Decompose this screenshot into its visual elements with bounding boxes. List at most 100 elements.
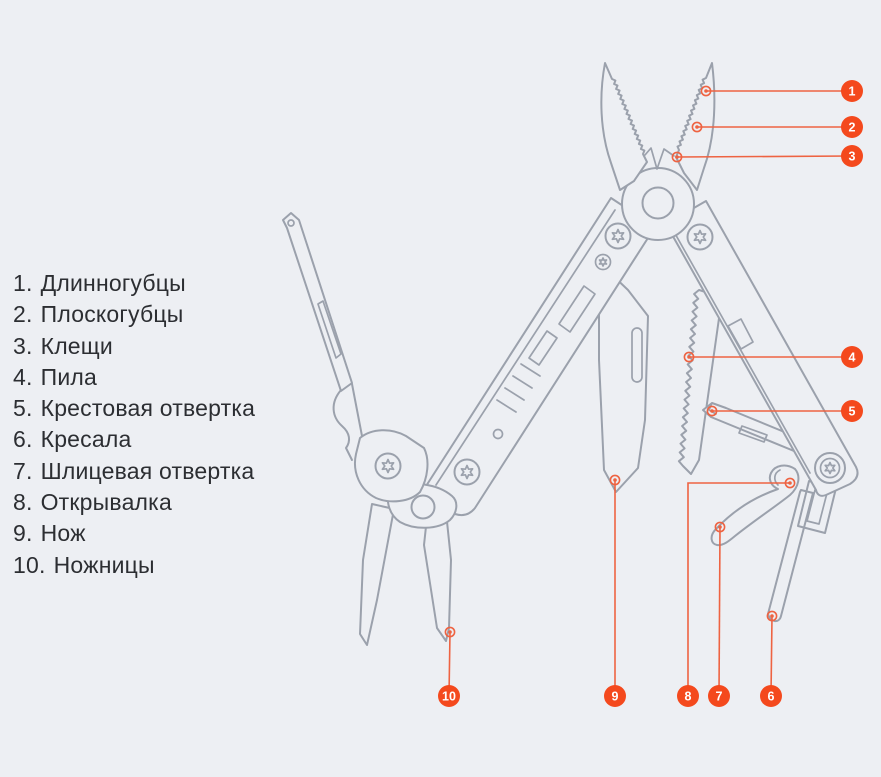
right-handle bbox=[665, 200, 859, 497]
handle-slot-1 bbox=[558, 285, 596, 333]
right-handle-inner-line bbox=[672, 229, 811, 474]
callout-leader-6 bbox=[770, 615, 773, 697]
pivot-hole bbox=[641, 186, 675, 220]
multitool-drawing bbox=[282, 62, 859, 646]
callout-marker-number-5: 5 bbox=[849, 404, 856, 418]
callout-anchor-dot-1 bbox=[704, 89, 708, 93]
callout-anchor-dot-3 bbox=[675, 155, 679, 159]
legend-item: 10.Ножницы bbox=[13, 550, 255, 581]
callout-leader-3 bbox=[676, 155, 853, 158]
left-handle-inner-line bbox=[435, 209, 616, 486]
opener-flathead-body bbox=[710, 464, 800, 547]
callout-marker-2 bbox=[841, 116, 863, 138]
legend-item-label: Открывалка bbox=[40, 489, 172, 516]
grip-ribs bbox=[496, 363, 541, 413]
callout-anchor-dot-5 bbox=[710, 409, 714, 413]
callout-marker-4 bbox=[841, 346, 863, 368]
phillips-slot bbox=[738, 425, 768, 443]
legend-item: 8. Открывалка bbox=[13, 487, 255, 518]
scissors-finger-hole bbox=[410, 494, 436, 520]
cluster-pivot-boss bbox=[814, 452, 846, 484]
callout-marker-10 bbox=[438, 685, 460, 707]
legend-item-label: Ножницы bbox=[53, 551, 155, 578]
phillips-tip-notch bbox=[708, 402, 717, 415]
legend-item-label: Нож bbox=[40, 520, 86, 547]
callout-leader-7 bbox=[718, 526, 721, 697]
small-screw bbox=[594, 253, 612, 271]
legend-item: 9. Нож bbox=[13, 518, 255, 549]
knife-thumb-slot bbox=[631, 327, 643, 383]
legend-item-number: 7. bbox=[13, 457, 33, 484]
callout-anchor-dot-9 bbox=[613, 478, 617, 482]
callout-anchor-7 bbox=[714, 521, 726, 533]
opener-flathead-arm bbox=[710, 464, 800, 547]
callout-leader-8 bbox=[687, 482, 790, 696]
legend-item: 6. Кресала bbox=[13, 424, 255, 455]
scissors-blade-left bbox=[359, 503, 395, 646]
callout-marker-number-1: 1 bbox=[849, 84, 856, 98]
folded-tool-slot bbox=[317, 300, 342, 359]
legend-item: 2.Плоскогубцы bbox=[13, 299, 255, 330]
torx-star-icon bbox=[598, 257, 608, 267]
folded-tool bbox=[282, 212, 363, 461]
legend-item: 7.Шлицевая отвертка bbox=[13, 456, 255, 487]
legend-item-label: Пила bbox=[40, 363, 97, 390]
callout-anchor-10 bbox=[444, 626, 456, 638]
torx-star-icon bbox=[611, 228, 625, 244]
callout-anchor-1 bbox=[700, 85, 712, 97]
screw-stars bbox=[381, 228, 836, 480]
right-handle-body bbox=[665, 200, 859, 497]
callout-anchor-dot-6 bbox=[770, 614, 774, 618]
callout-marker-number-7: 7 bbox=[716, 689, 723, 703]
torx-screw bbox=[453, 458, 481, 486]
cluster-pivot-inner bbox=[819, 457, 841, 479]
legend-item-number: 8. bbox=[13, 489, 33, 516]
legend-item-number: 9. bbox=[13, 520, 33, 547]
torx-star-icon bbox=[381, 458, 395, 474]
folded-tool-hole bbox=[287, 219, 295, 227]
fire-starter-rod bbox=[767, 489, 814, 622]
callout-anchor-6 bbox=[766, 610, 778, 622]
legend-item: 5.Крестовая отвертка bbox=[13, 393, 255, 424]
scissors bbox=[354, 429, 481, 646]
torx-screw bbox=[374, 452, 402, 480]
legend-item-number: 5. bbox=[13, 395, 33, 422]
torx-star-icon bbox=[824, 461, 836, 475]
legend-item-label: Клещи bbox=[40, 332, 113, 359]
legend-item-number: 3. bbox=[13, 332, 33, 359]
folded-tool-body bbox=[282, 212, 353, 392]
torx-screw bbox=[604, 222, 632, 250]
legend-item: 1. Длинногубцы bbox=[13, 268, 255, 299]
callout-marker-number-6: 6 bbox=[768, 689, 775, 703]
callout-marker-number-9: 9 bbox=[612, 689, 619, 703]
callout-marker-number-10: 10 bbox=[442, 689, 456, 703]
callout-anchor-9 bbox=[609, 474, 621, 486]
callout-anchor-8 bbox=[784, 477, 796, 489]
folded-tool-neck bbox=[332, 389, 353, 461]
legend-item-label: Кресала bbox=[40, 426, 132, 453]
callout-marker-number-2: 2 bbox=[849, 120, 856, 134]
legend-item-number: 2. bbox=[13, 301, 33, 328]
wire-cutter-notch bbox=[644, 147, 675, 170]
folded-tool-neck-edge bbox=[351, 383, 363, 437]
callout-anchor-2 bbox=[691, 121, 703, 133]
legend-item: 4.Пила bbox=[13, 362, 255, 393]
callout-marker-9 bbox=[604, 685, 626, 707]
callout-anchor-dot-8 bbox=[788, 481, 792, 485]
callout-anchor-dot-7 bbox=[718, 525, 722, 529]
torx-star-icon bbox=[693, 229, 707, 245]
knife bbox=[598, 269, 649, 493]
callout-marker-5 bbox=[841, 400, 863, 422]
torx-star-icon bbox=[460, 464, 474, 480]
callout-anchor-dot-2 bbox=[695, 125, 699, 129]
legend-item-label: Длинногубцы bbox=[40, 270, 186, 296]
callout-anchor-3 bbox=[671, 151, 683, 163]
legend-item-number: 1. bbox=[13, 270, 33, 296]
legend-item-number: 6. bbox=[13, 426, 33, 453]
callout-marker-7 bbox=[708, 685, 730, 707]
callout-marker-3 bbox=[841, 145, 863, 167]
callout-marker-number-4: 4 bbox=[849, 350, 856, 364]
knife-blade bbox=[598, 269, 649, 493]
